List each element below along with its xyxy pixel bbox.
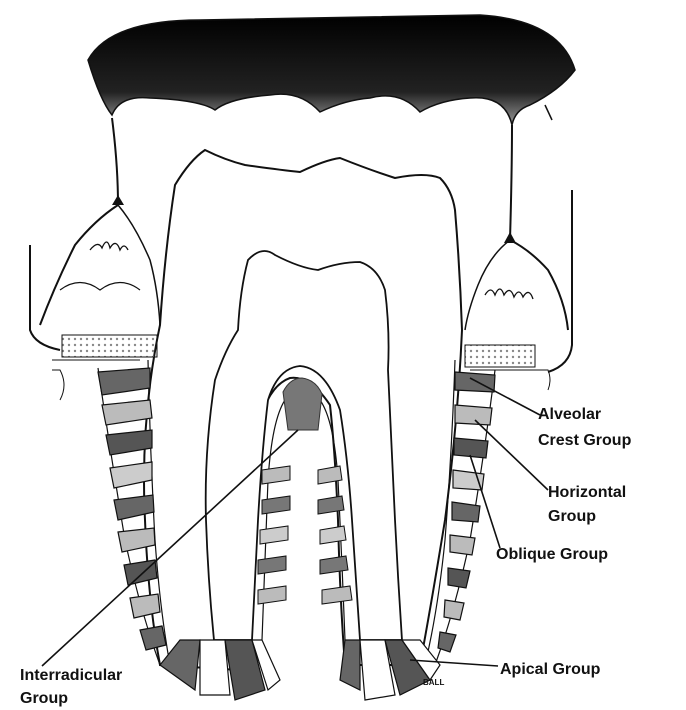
right-bone-outline (548, 190, 572, 372)
label-horizontal-line2: Group (548, 507, 596, 526)
left-bone-outline (30, 245, 60, 350)
right-crest-fibers (465, 240, 510, 330)
label-interradicular-line2: Group (20, 689, 68, 708)
gingiva-top-band (88, 15, 575, 125)
right-papilla (510, 125, 568, 330)
label-interradicular-line1: Interradicular (20, 666, 122, 685)
interradicular-septum (283, 378, 322, 430)
label-horizontal-line1: Horizontal (548, 483, 626, 502)
left-papilla (40, 118, 118, 325)
left-crest-fibers (118, 205, 160, 325)
label-alveolar-crest-line2: Crest Group (538, 431, 631, 450)
label-apical-group: Apical Group (500, 660, 600, 679)
label-oblique-group: Oblique Group (496, 545, 608, 564)
label-alveolar-crest-line1: Alveolar (538, 405, 601, 424)
label-small-tag: BALL (423, 678, 444, 687)
apical-fibers (160, 640, 440, 700)
